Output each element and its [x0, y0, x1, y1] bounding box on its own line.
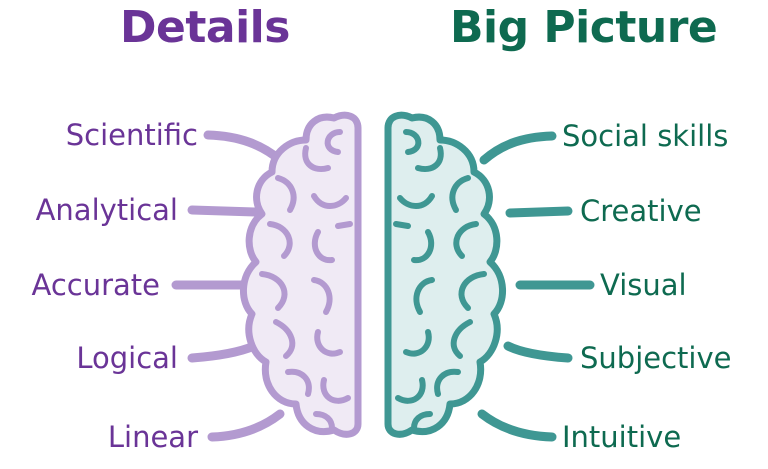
- connector-scientific: [203, 130, 285, 165]
- connector-analytical: [187, 205, 261, 217]
- right-hemisphere: [384, 111, 507, 438]
- left-label-scientific: Scientific: [65, 118, 198, 152]
- left-label-analytical: Analytical: [35, 193, 178, 227]
- connector-logical: [187, 341, 259, 363]
- left-folds: [259, 129, 353, 431]
- connector-social-skills: [479, 131, 557, 165]
- left-hemisphere: [239, 111, 362, 438]
- right-label-social-skills: Social skills: [562, 119, 729, 153]
- left-heading-details: Details: [120, 2, 290, 53]
- right-folds: [393, 129, 487, 431]
- left-label-linear: Linear: [107, 420, 198, 454]
- connector-creative: [505, 206, 573, 218]
- connector-subjective: [503, 341, 573, 363]
- right-label-creative: Creative: [580, 194, 702, 228]
- right-label-visual: Visual: [600, 268, 687, 302]
- right-connectors: [477, 131, 595, 442]
- left-label-accurate: Accurate: [31, 268, 160, 302]
- left-label-logical: Logical: [76, 341, 178, 375]
- right-heading-big-picture: Big Picture: [450, 2, 718, 53]
- right-label-subjective: Subjective: [580, 341, 732, 375]
- connector-intuitive: [477, 409, 557, 442]
- right-label-intuitive: Intuitive: [562, 420, 682, 454]
- connector-linear: [207, 409, 285, 442]
